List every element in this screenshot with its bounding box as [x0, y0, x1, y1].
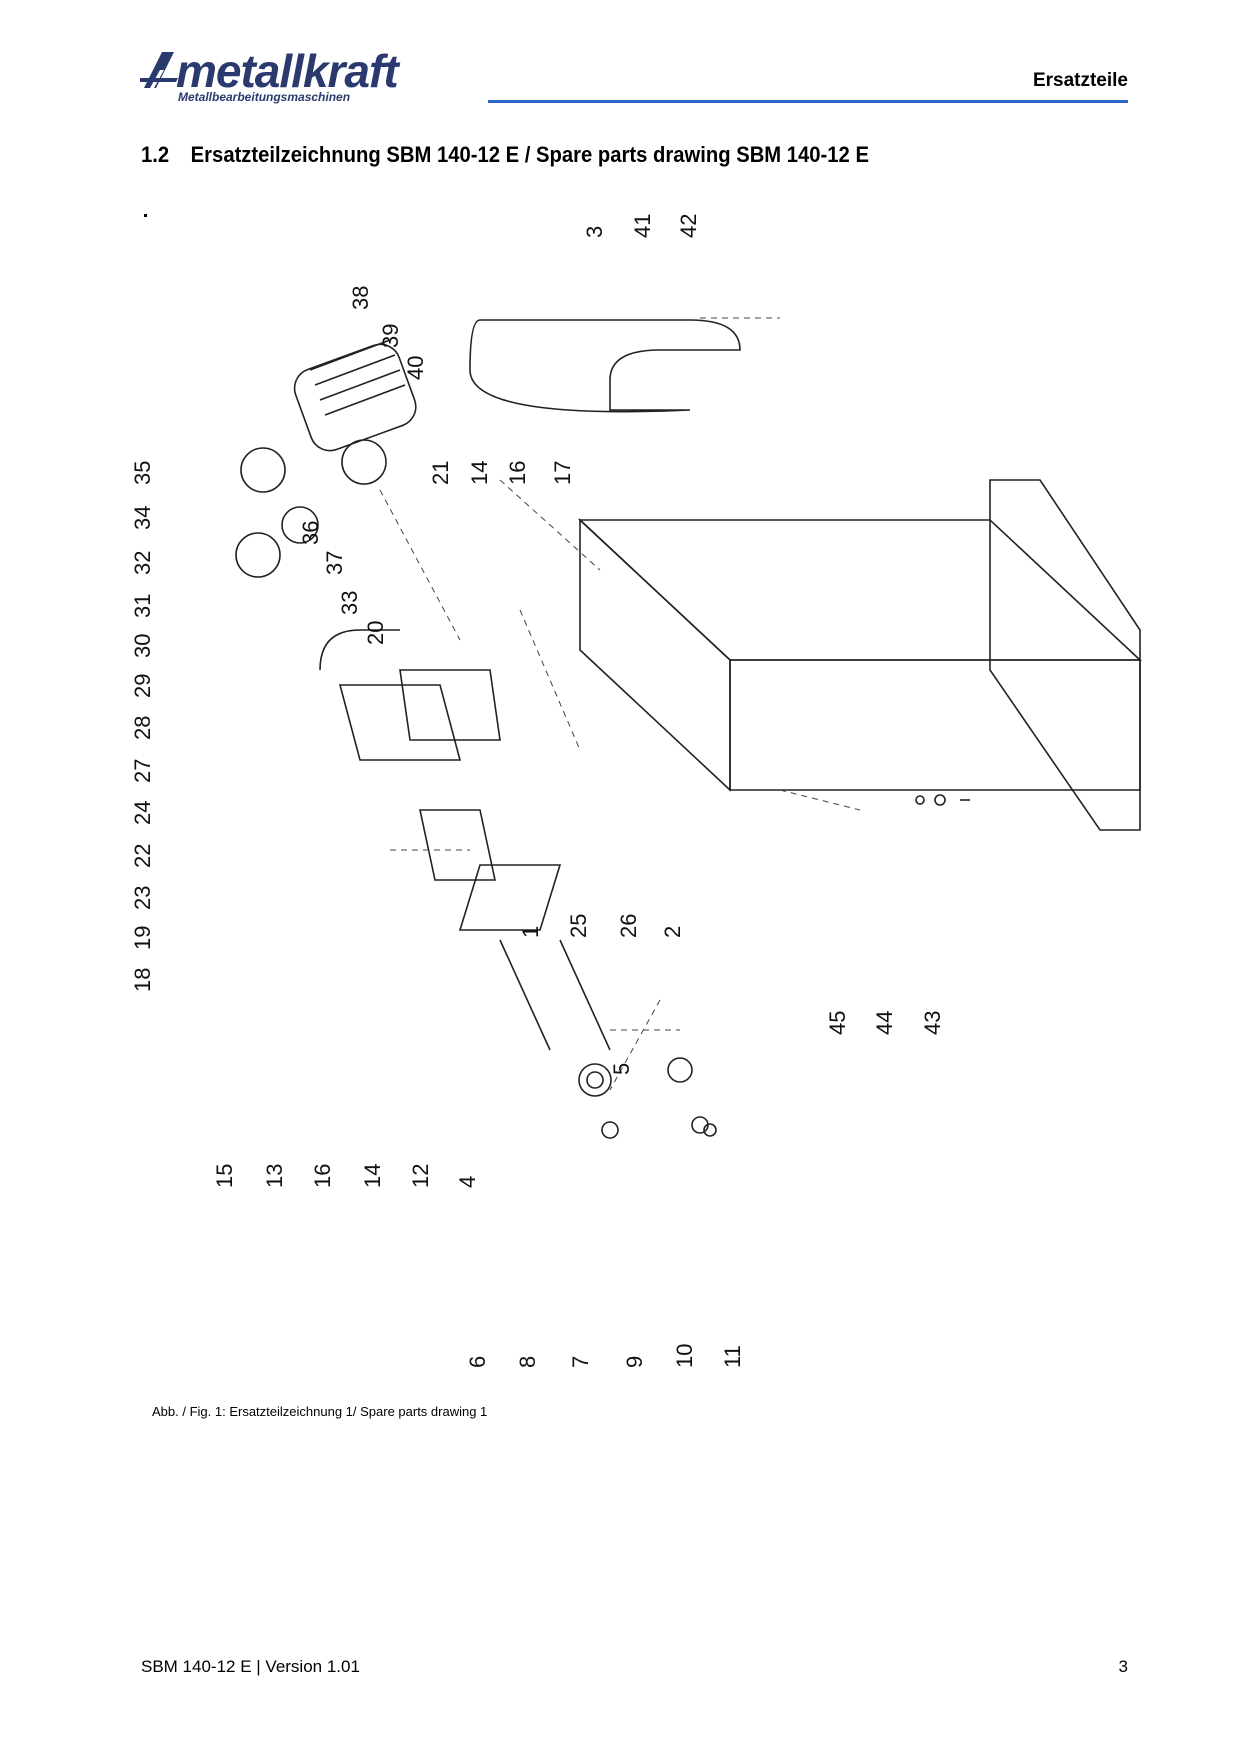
part-label: 34 — [130, 506, 155, 530]
part-label: 11 — [720, 1345, 745, 1368]
part-label: 39 — [378, 324, 403, 348]
part-label: 1 — [518, 926, 543, 938]
part-label: 3 — [582, 226, 607, 238]
part-label: 2 — [660, 926, 685, 938]
part-label: 36 — [298, 521, 323, 545]
figure-caption: Abb. / Fig. 1: Ersatzteilzeichnung 1/ Sp… — [152, 1404, 488, 1419]
part-label: 19 — [130, 926, 155, 950]
part-label: 41 — [630, 214, 655, 238]
part-label: 17 — [550, 461, 575, 485]
part-label: 23 — [130, 886, 155, 910]
header-section-name: Ersatzteile — [1032, 70, 1128, 91]
part-label: 9 — [622, 1356, 647, 1368]
part-label: 21 — [428, 461, 453, 485]
base-plate — [989, 479, 1141, 831]
part-label: 25 — [566, 914, 591, 938]
header-divider — [488, 100, 1128, 103]
part-label: 10 — [672, 1344, 697, 1368]
column-front — [729, 659, 1141, 791]
u-frame — [469, 319, 741, 413]
part-label: 29 — [130, 674, 155, 698]
page-number: 3 — [1118, 1657, 1128, 1676]
part-label: 14 — [467, 461, 492, 485]
stray-dot — [144, 214, 147, 217]
part-label: 6 — [465, 1356, 490, 1368]
part-label: 40 — [403, 356, 428, 380]
part-label: 38 — [348, 286, 373, 310]
bending-head — [338, 684, 462, 761]
page-header: metallkraft Metallbearbeitungsmaschinen … — [0, 0, 1240, 110]
logo-mark-icon — [140, 52, 178, 88]
part-label: 30 — [130, 634, 155, 658]
part-label: 16 — [310, 1164, 335, 1188]
part-label: 4 — [455, 1176, 480, 1188]
part-label: 20 — [363, 621, 388, 645]
part-label: 14 — [360, 1164, 385, 1188]
section-heading: 1.2 Ersatzteilzeichnung SBM 140-12 E / Sp… — [141, 142, 869, 168]
part-label: 24 — [130, 801, 155, 825]
part-label: 12 — [408, 1164, 433, 1188]
part-label: 8 — [515, 1356, 540, 1368]
part-label: 35 — [130, 461, 155, 485]
part-label: 43 — [920, 1011, 945, 1035]
spare-parts-drawing: 3 41 42 38 39 40 21 14 16 17 35 34 32 31… — [130, 214, 1143, 1368]
part-label: 5 — [609, 1063, 634, 1075]
part-label: 44 — [872, 1011, 897, 1035]
part-label: 16 — [505, 461, 530, 485]
part-label: 26 — [616, 914, 641, 938]
logo-subtitle: Metallbearbeitungsmaschinen — [178, 90, 351, 104]
part-label: 45 — [825, 1011, 850, 1035]
part-label: 27 — [130, 759, 155, 783]
part-labels: 3 41 42 38 39 40 21 14 16 17 35 34 32 31… — [130, 214, 945, 1368]
section-number: 1.2 — [141, 142, 170, 167]
part-label: 15 — [212, 1164, 237, 1188]
part-label: 33 — [337, 591, 362, 615]
part-label: 42 — [676, 214, 701, 238]
logo-wordmark: metallkraft — [176, 45, 399, 97]
part-label: 22 — [130, 844, 155, 868]
part-label: 32 — [130, 551, 155, 575]
motor-body — [293, 343, 417, 452]
part-label: 18 — [130, 968, 155, 992]
footer-version: SBM 140-12 E | Version 1.01 — [141, 1657, 360, 1676]
column-body — [577, 519, 1143, 661]
column-side — [579, 518, 731, 792]
part-label: 7 — [568, 1356, 593, 1368]
part-label: 28 — [130, 716, 155, 740]
part-label: 31 — [130, 594, 155, 618]
section-title: Ersatzteilzeichnung SBM 140-12 E / Spare… — [190, 142, 869, 167]
part-label: 37 — [322, 551, 347, 575]
metallkraft-logo: metallkraft Metallbearbeitungsmaschinen — [140, 45, 470, 106]
part-label: 13 — [262, 1164, 287, 1188]
